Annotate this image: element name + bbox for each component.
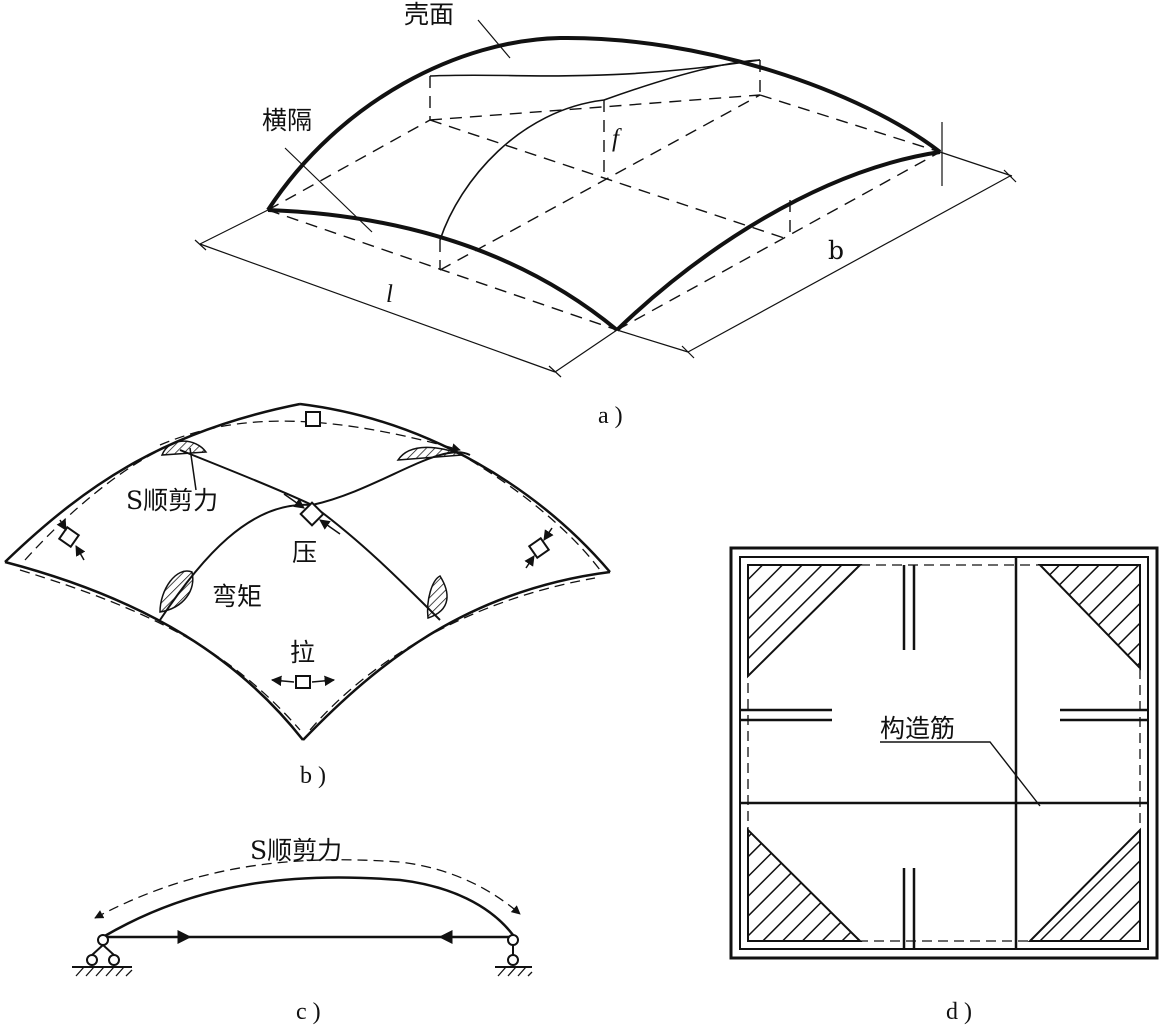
base-dash-4 (267, 209, 618, 331)
d-stub-bottom (902, 868, 916, 949)
d-inner-frame (739, 556, 1149, 950)
figure-c-arch (72, 859, 533, 977)
label-b-compression: 压 (292, 538, 318, 567)
figure-a-shell (194, 19, 1017, 378)
b-dash-left (24, 449, 161, 561)
caption-b: b ) (300, 763, 326, 789)
figure-d-plan (729, 546, 1159, 960)
b-elem-right (527, 536, 551, 560)
dim-b-tick1 (681, 345, 695, 359)
dim-l-line (199, 243, 556, 373)
label-c-shear: S顺剪力 (250, 836, 343, 865)
d-stub-left (740, 708, 832, 722)
b-moment-4 (426, 575, 448, 620)
b-moment-1 (160, 440, 208, 456)
dim-b-tick2 (1003, 169, 1017, 183)
label-span-l: l (386, 281, 393, 308)
base-dash-3 (759, 94, 941, 153)
d-outer-frame (729, 546, 1159, 960)
dim-l-ext1 (199, 209, 269, 245)
c-arch (102, 876, 514, 939)
c-ground-right-hatch (497, 966, 533, 977)
dim-b-line (687, 175, 1011, 353)
b-arrow-comp-2 (319, 519, 341, 535)
label-span-b: b (828, 236, 845, 265)
c-shear-dash (94, 859, 521, 919)
b-arrow-left-1 (56, 519, 67, 531)
d-dashed-frame (747, 564, 1141, 942)
dim-b-ext2 (939, 151, 1013, 177)
d-corner-tl (747, 564, 863, 679)
dim-l-tick2 (548, 365, 562, 378)
label-b-bending-moment: 弯矩 (212, 582, 263, 611)
d-leader (880, 741, 1041, 807)
b-arrow-comp-1 (283, 493, 305, 509)
dim-l-ext2 (554, 329, 618, 373)
label-shell-surface: 壳面 (404, 0, 455, 29)
figure-b-shell (4, 402, 611, 741)
leader-shell (477, 19, 511, 59)
d-stub-top (902, 565, 916, 650)
b-arrow-right-2 (524, 555, 535, 569)
d-corner-bl (747, 827, 863, 942)
shell-inner-arc-2 (439, 99, 605, 241)
caption-c: c ) (296, 999, 321, 1025)
b-arrow-left-2 (75, 545, 86, 561)
b-dash-right (469, 459, 601, 571)
dim-b-ext1 (616, 329, 689, 353)
c-ground-left-hatch (75, 966, 133, 977)
b-elem-left (57, 525, 81, 549)
caption-a: a ) (598, 403, 623, 429)
b-dash-bottom (19, 569, 301, 731)
d-corner-tr (1037, 564, 1141, 671)
c-support-left (91, 944, 115, 956)
label-diaphragm: 横隔 (262, 106, 313, 135)
b-bottom-left-edge (4, 560, 304, 741)
dim-l-tick1 (194, 239, 207, 251)
b-bottom-right-edge (302, 570, 611, 741)
base-dash-1 (267, 119, 431, 211)
c-pin-right (507, 934, 519, 946)
label-rise-f: f (612, 125, 619, 152)
b-elem-bottom (295, 675, 311, 689)
c-roller-left-1 (86, 954, 98, 966)
b-leader-shear (189, 447, 197, 491)
label-d-constructional-rebar: 构造筋 (880, 714, 956, 743)
b-moment-3 (159, 570, 194, 613)
base-dash-2 (429, 94, 761, 121)
b-dash-top (159, 420, 461, 453)
c-roller-left-2 (108, 954, 120, 966)
b-arch-1 (159, 451, 471, 621)
b-elem-center (299, 501, 325, 527)
base-dash-6 (429, 119, 791, 241)
shell-back-edge (266, 35, 942, 212)
b-elem-top (305, 411, 321, 427)
shell-inner-arc-3 (603, 59, 761, 101)
c-pin-left (97, 934, 109, 946)
shell-inner-arc-1 (429, 59, 761, 77)
base-dash-7 (439, 94, 761, 271)
leader-diaphragm (284, 147, 373, 233)
b-arrow-tension-left (270, 675, 295, 687)
b-dash-bottom2 (309, 577, 596, 731)
base-dash-5 (616, 151, 941, 331)
diaphragm-right-arc (615, 150, 941, 332)
label-b-tension: 拉 (290, 638, 316, 667)
diaphragm-left-arc (267, 208, 619, 332)
b-arrow-tension-right (311, 675, 336, 687)
d-stub-right (1060, 708, 1148, 722)
b-top-right-edge (299, 402, 611, 573)
caption-d: d ) (946, 999, 972, 1025)
b-arrow-right-1 (543, 527, 554, 541)
c-roller-right (507, 954, 519, 966)
b-top-left-edge (4, 402, 301, 563)
d-corner-br (1027, 827, 1141, 942)
label-b-shear: S顺剪力 (126, 486, 219, 515)
b-moment-2 (396, 446, 463, 461)
